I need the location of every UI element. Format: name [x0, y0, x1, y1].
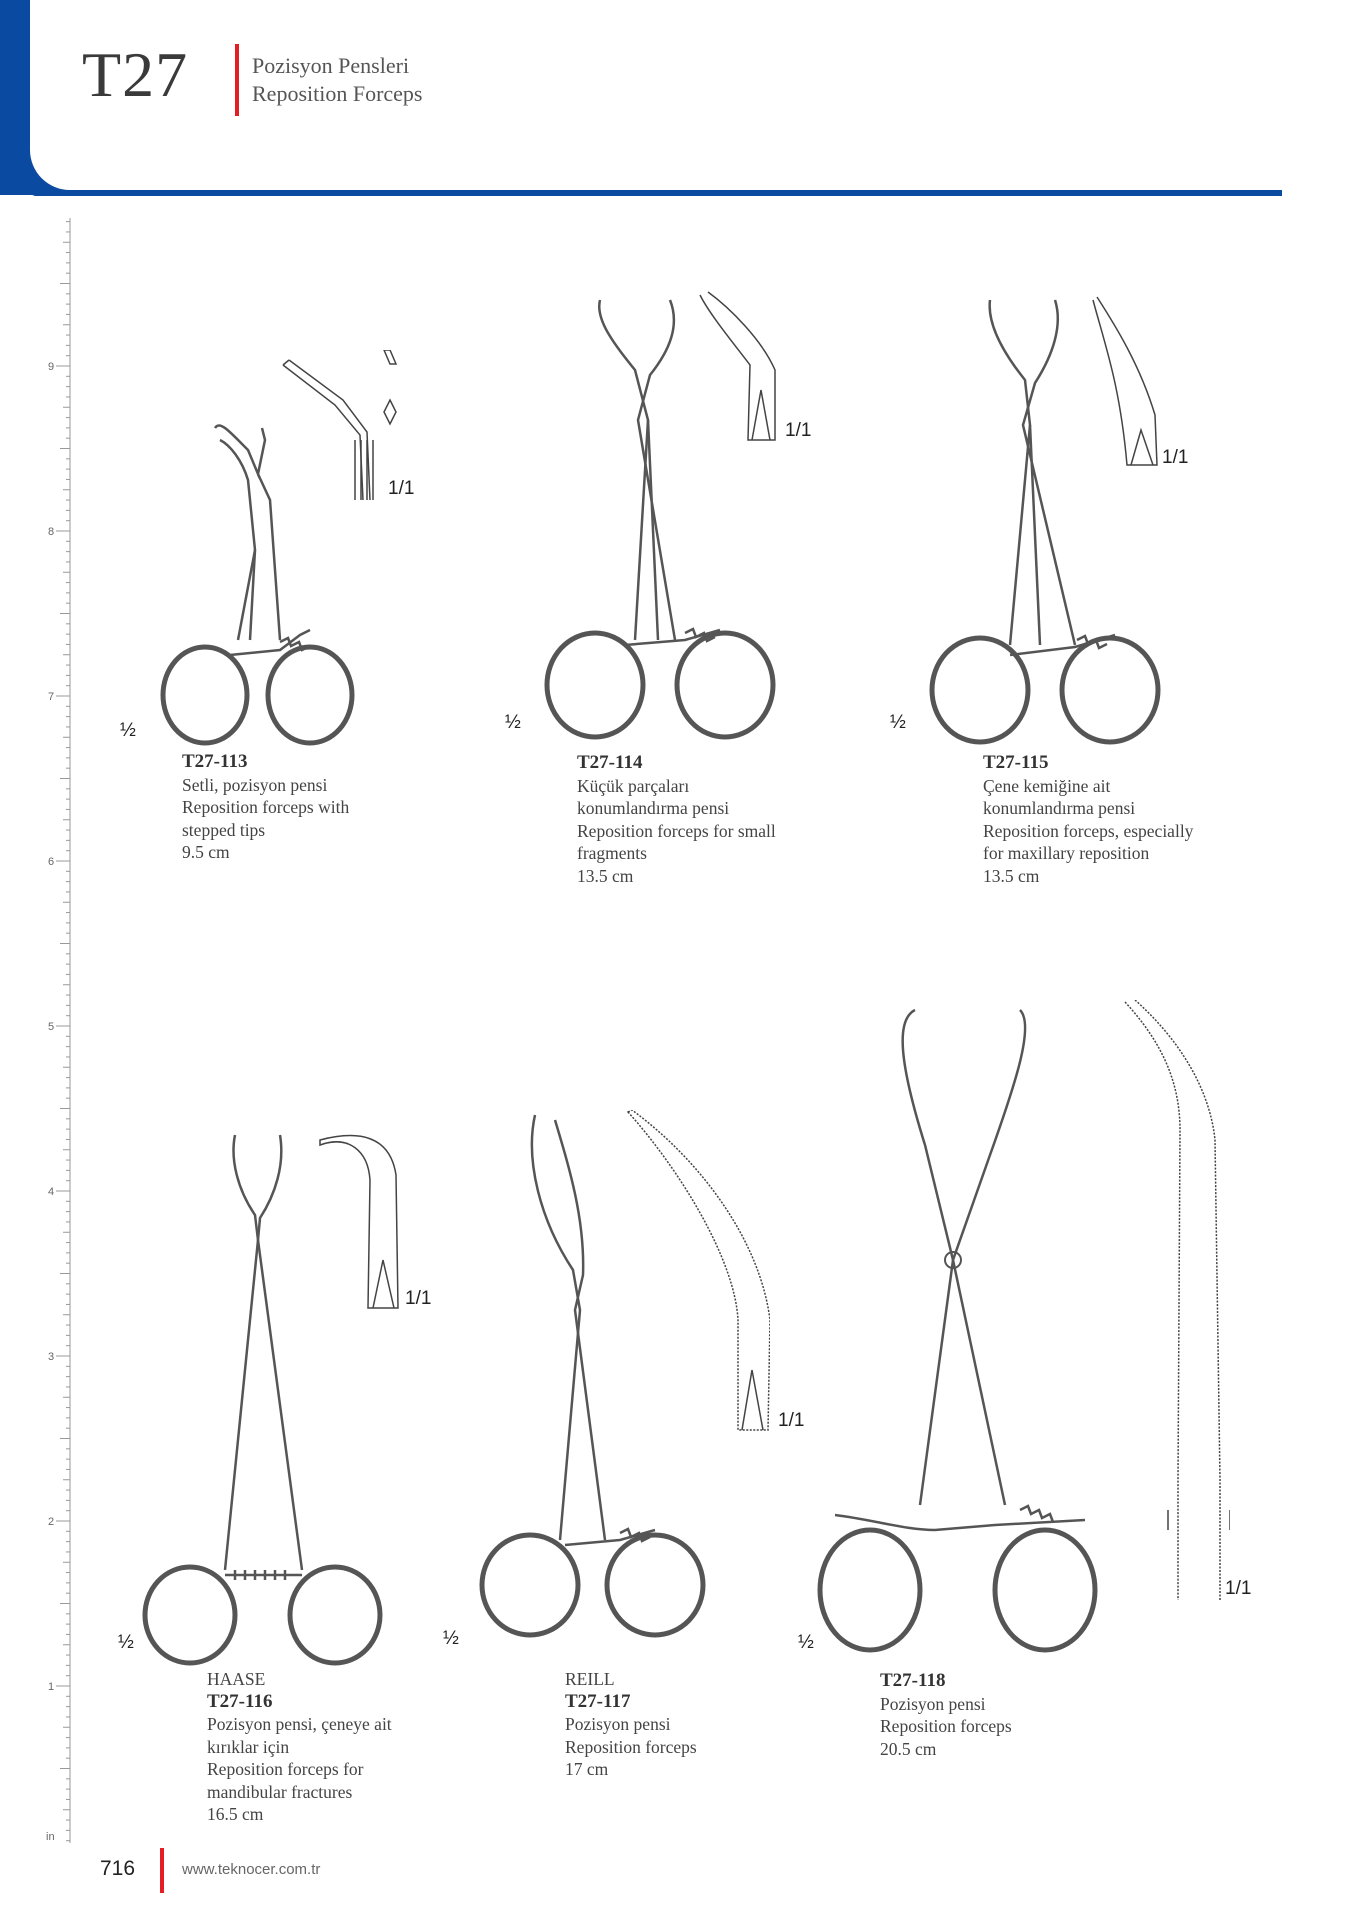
product-desc-line: Çene kemiğine ait: [983, 775, 1111, 796]
tip-detail-t27-114: [699, 291, 776, 441]
scale-half-t27-113: ½: [120, 720, 136, 741]
tip-detail-t27-115: [1092, 296, 1158, 466]
footer-red-divider: [160, 1848, 164, 1893]
ruler-unit: in: [46, 1831, 55, 1843]
product-desc-line: Reposition forceps, especially: [983, 820, 1194, 841]
product-t27-118: T27-118 Pozisyon pensi Reposition forcep…: [880, 1670, 1012, 1760]
scale-full-t27-118: 1/1: [1225, 1578, 1252, 1599]
ruler-number: 2: [48, 1516, 54, 1528]
forceps-t27-116-drawing: [142, 1134, 383, 1666]
scale-half-t27-117: ½: [443, 1628, 459, 1649]
product-size: 13.5 cm: [577, 865, 634, 886]
product-code: T27-113: [182, 751, 248, 772]
product-desc-line: konumlandırma pensi: [983, 798, 1136, 818]
forceps-t27-118-drawing: [817, 1008, 1098, 1653]
forceps-t27-113-drawing: [160, 424, 355, 746]
forceps-t27-117-drawing: [479, 1114, 706, 1638]
product-code: T27-117: [565, 1690, 631, 1712]
tip-detail-t27-117: [626, 1110, 770, 1431]
product-code: T27-115: [983, 752, 1049, 773]
product-desc-line: Reposition forceps for small: [577, 820, 776, 841]
forceps-t27-115-drawing: [929, 299, 1161, 745]
scale-full-t27-115: 1/1: [1162, 447, 1189, 468]
product-desc-line: konumlandırma pensi: [577, 798, 730, 818]
page-number: 716: [100, 1857, 136, 1880]
product-desc-line: mandibular fractures: [207, 1781, 353, 1802]
series-title-en: Reposition Forceps: [252, 81, 423, 106]
scale-half-t27-116: ½: [118, 1632, 134, 1653]
product-t27-114: T27-114 Küçük parçaları konumlandırma pe…: [577, 752, 776, 887]
tip-detail-t27-116: [319, 1134, 399, 1309]
series-title-tr: Pozisyon Pensleri: [252, 53, 410, 78]
product-t27-115: T27-115 Çene kemiğine ait konumlandırma …: [983, 752, 1193, 887]
forceps-t27-114-drawing: [544, 299, 776, 740]
scale-full-t27-113: 1/1: [388, 478, 415, 499]
product-desc-line: Reposition forceps with: [182, 797, 350, 817]
product-t27-117: REILL T27-117 Pozisyon pensi Reposition …: [565, 1668, 697, 1781]
product-desc-line: Setli, pozisyon pensi: [182, 774, 328, 795]
product-desc-line: for maxillary reposition: [983, 843, 1150, 863]
product-desc-line: Reposition forceps: [880, 1716, 1012, 1736]
header-red-divider: [235, 44, 239, 116]
product-desc-line: Pozisyon pensi, çeneye ait: [207, 1714, 392, 1734]
product-size: 17 cm: [565, 1759, 609, 1779]
scale-half-t27-115: ½: [890, 712, 906, 733]
scale-full-t27-114: 1/1: [785, 420, 812, 441]
product-t27-113: T27-113 Setli, pozisyon pensi Reposition…: [182, 751, 349, 864]
product-t27-116: HAASE T27-116 Pozisyon pensi, çeneye ait…: [207, 1668, 392, 1826]
ruler-number: 1: [48, 1681, 54, 1693]
scale-full-t27-117: 1/1: [778, 1410, 805, 1431]
scale-full-t27-116: 1/1: [405, 1288, 432, 1309]
ruler-number: 4: [48, 1186, 54, 1198]
product-desc-line: kırıklar için: [207, 1736, 290, 1757]
scale-half-t27-118: ½: [798, 1632, 814, 1653]
product-brand: REILL: [565, 1669, 615, 1689]
product-desc-line: Reposition forceps: [565, 1736, 697, 1757]
product-size: 16.5 cm: [207, 1804, 264, 1824]
product-code: T27-114: [577, 752, 643, 773]
product-size: 9.5 cm: [182, 842, 230, 862]
product-code: T27-116: [207, 1690, 273, 1712]
footer-website-link[interactable]: www.teknocer.com.tr: [182, 1861, 321, 1878]
product-size: 20.5 cm: [880, 1738, 937, 1759]
ruler-number: 7: [48, 691, 54, 703]
product-desc-line: stepped tips: [182, 819, 266, 840]
series-code: T27: [82, 39, 189, 110]
product-size: 13.5 cm: [983, 865, 1040, 886]
tip-detail-t27-113: [282, 350, 398, 500]
product-desc-line: Reposition forceps for: [207, 1759, 364, 1779]
scale-half-t27-114: ½: [505, 712, 521, 733]
product-code: T27-118: [880, 1670, 946, 1691]
product-desc-line: Küçük parçaları: [577, 775, 690, 796]
inch-ruler: 9 8 7 6 5 4 3 2 1 in: [46, 218, 71, 1843]
product-brand: HAASE: [207, 1669, 266, 1689]
ruler-number: 5: [48, 1021, 54, 1033]
ruler-number: 8: [48, 526, 54, 538]
ruler-number: 9: [48, 361, 54, 373]
header-rule: [30, 190, 1282, 196]
product-desc-line: Pozisyon pensi: [880, 1693, 986, 1714]
product-desc-line: fragments: [577, 843, 647, 863]
header-background: [30, 0, 1280, 190]
ruler-number: 6: [48, 856, 54, 868]
tip-detail-t27-118: [1124, 1000, 1230, 1600]
product-desc-line: Pozisyon pensi: [565, 1714, 671, 1734]
ruler-number: 3: [48, 1351, 54, 1363]
